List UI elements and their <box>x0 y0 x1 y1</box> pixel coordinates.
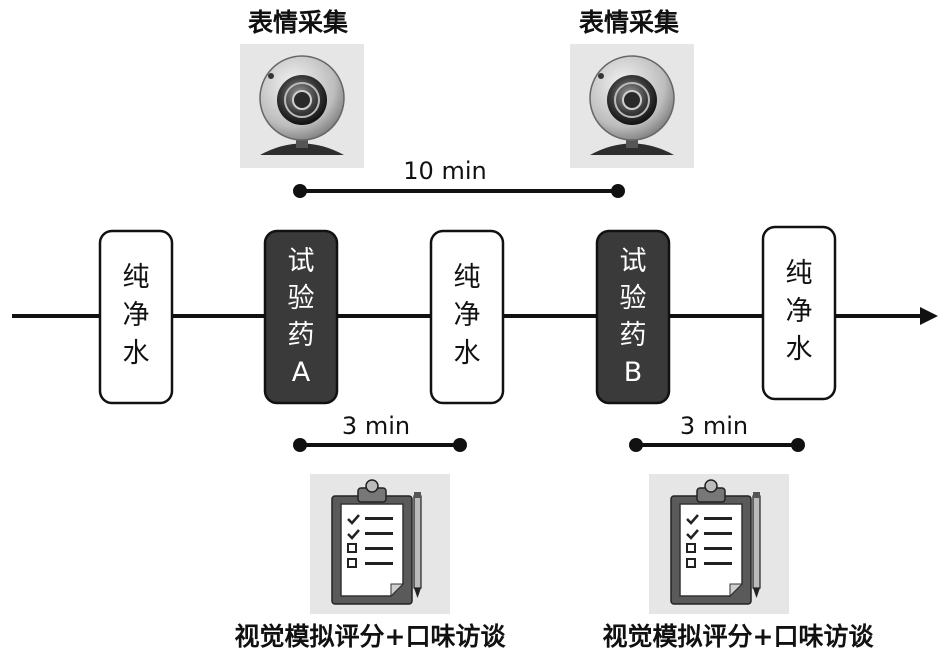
svg-text:药: 药 <box>620 320 647 351</box>
top-caption-1: 表情采集 <box>248 8 349 37</box>
step-drug-a: 试 验 药 A <box>263 229 339 405</box>
webcam-icon <box>569 43 695 169</box>
svg-text:验: 验 <box>620 283 647 314</box>
svg-text:净: 净 <box>123 300 150 331</box>
duration-label-bottom-2: 3 min <box>680 412 748 440</box>
svg-text:试: 试 <box>620 246 647 277</box>
svg-text:纯: 纯 <box>123 262 150 293</box>
step-water-3: 纯 净 水 <box>761 225 837 401</box>
svg-text:水: 水 <box>454 338 481 369</box>
top-caption-2: 表情采集 <box>579 8 680 37</box>
duration-label-top: 10 min <box>403 157 486 185</box>
svg-text:水: 水 <box>123 338 150 369</box>
step-water-2: 纯 净 水 <box>429 229 505 405</box>
timeline-arrowhead <box>920 307 938 325</box>
bottom-caption-2: 视觉模拟评分+口味访谈 <box>603 622 875 651</box>
clipboard-checklist-icon <box>308 472 452 616</box>
svg-text:纯: 纯 <box>454 262 481 293</box>
duration-bracket-bottom-1 <box>293 438 467 452</box>
duration-bracket-bottom-2 <box>629 438 805 452</box>
svg-text:药: 药 <box>288 320 315 351</box>
bottom-caption-1: 视觉模拟评分+口味访谈 <box>235 622 507 651</box>
svg-text:A: A <box>292 357 311 388</box>
svg-text:试: 试 <box>288 246 315 277</box>
svg-text:水: 水 <box>786 334 813 365</box>
svg-text:纯: 纯 <box>786 258 813 289</box>
duration-label-bottom-1: 3 min <box>342 412 410 440</box>
svg-text:净: 净 <box>454 300 481 331</box>
svg-text:B: B <box>624 357 643 388</box>
duration-bracket-top <box>293 184 625 198</box>
clipboard-checklist-icon <box>647 472 791 616</box>
svg-text:净: 净 <box>786 296 813 327</box>
svg-text:验: 验 <box>288 283 315 314</box>
webcam-icon <box>239 43 365 169</box>
step-drug-b: 试 验 药 B <box>595 229 671 405</box>
step-water-1: 纯 净 水 <box>98 229 174 405</box>
